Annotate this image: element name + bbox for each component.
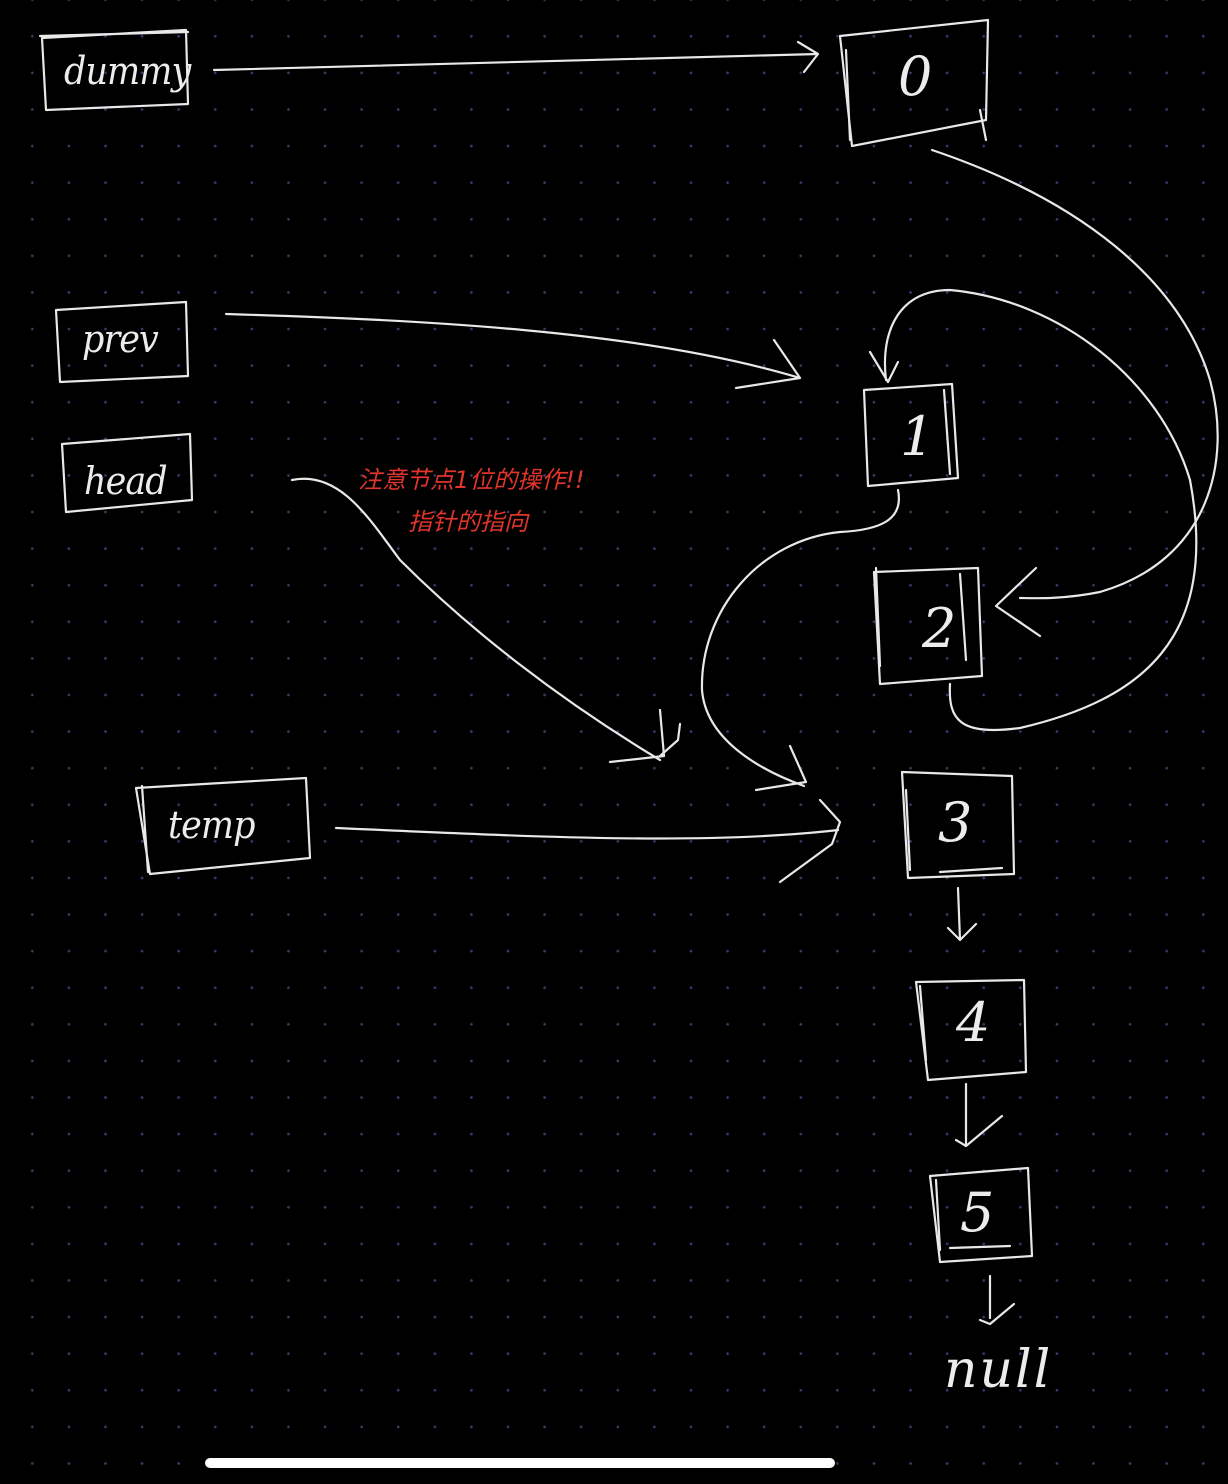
prev-label: prev [82, 317, 159, 361]
temp-label: temp [168, 803, 256, 847]
node-5-value: 5 [960, 1181, 995, 1244]
null-terminal: null [944, 1340, 1053, 1400]
temp-to-node3-arrow [334, 798, 842, 884]
node0-to-node2-arrow [930, 148, 1219, 638]
node-4-value: 4 [956, 991, 991, 1054]
node1-to-node3-arrow [700, 488, 901, 792]
dummy-label: dummy [64, 49, 191, 93]
node2-to-node1-arrow [868, 288, 1198, 732]
node5-to-null-arrow [978, 1274, 1016, 1326]
head-box [60, 432, 194, 514]
node-1-value: 1 [900, 405, 935, 468]
temp-box [134, 776, 312, 876]
annotation-line-2: 指针的指向 [408, 508, 528, 536]
dummy-to-node0-arrow [212, 40, 820, 74]
node-2-value: 2 [922, 597, 957, 660]
node-4-box [914, 978, 1028, 1082]
home-indicator-bar[interactable] [205, 1458, 835, 1468]
annotation-line-1: 注意节点1位的操作!! [358, 466, 585, 494]
node-5-box [928, 1166, 1034, 1264]
prev-box [54, 300, 190, 384]
node-0-box [838, 18, 990, 148]
node-0-value: 0 [898, 45, 933, 108]
prev-to-node1-arrow [224, 312, 802, 390]
node-2-box [872, 566, 984, 686]
node3-to-node4-arrow [946, 886, 978, 942]
node-1-box [862, 382, 960, 488]
head-label: head [84, 459, 168, 503]
head-to-node3-arrow [290, 477, 682, 764]
dummy-box [38, 28, 190, 112]
node-3-box [900, 770, 1016, 880]
node-3-value: 3 [938, 791, 973, 854]
node4-to-node5-arrow [954, 1082, 1004, 1148]
